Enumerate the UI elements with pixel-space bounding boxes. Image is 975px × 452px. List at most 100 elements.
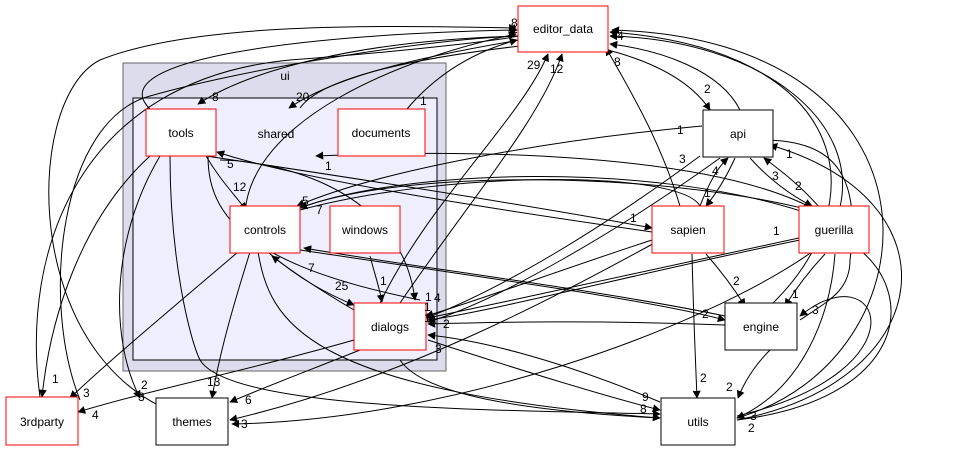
node-api-label: api [730,127,746,141]
node-guerilla[interactable]: guerilla [798,205,870,254]
node-documents-label: documents [352,126,411,140]
edge-utils-engine [736,296,872,417]
edge-guerilla-engine [784,253,826,307]
edge-label: 3 [138,390,145,404]
edge-guerilla-editor_data [609,32,843,208]
edge-controls-themes [209,251,251,399]
edge-label: 4 [92,408,99,422]
edge-label: 3 [679,152,686,166]
edge-controls-sapien [299,178,701,211]
edge-label: 8 [614,55,621,69]
node-editor_data[interactable]: editor_data [517,5,609,53]
edge-3rdparty-editor_data [35,35,519,398]
edge-labels: 8 1 4 29 12 8 2 20 1 8 1 5 12 1 4 3 1 1 … [52,16,819,435]
edge-sapien-editor_data [605,47,681,207]
edge-sapien-utils [691,253,701,399]
edge-api-controls [296,125,703,207]
node-guerilla-label: guerilla [815,223,854,237]
edge-label: 7 [316,203,323,217]
edge-label: 3 [772,169,779,183]
edge-dialogs-editor_data-2 [399,53,564,304]
edge-controls-editor_data [244,31,517,215]
edge-label: 3 [750,409,757,423]
edge-label: 1 [704,186,711,200]
edge-label: 7 [308,261,315,275]
edge-utils-dialogs [427,331,661,403]
edge-label: 1 [511,22,518,36]
node-editor_data-label: editor_data [533,22,593,36]
edge-guerilla-api [763,157,821,209]
edge-label: 1 [325,159,332,173]
edge-label: 25 [335,279,349,293]
edge-label: 1 [52,372,59,386]
edge-api-dialogs-2 [427,157,721,324]
edge-api-guerilla [749,157,813,207]
edge-label: 1 [425,290,432,304]
edge-sapien-api [699,157,729,207]
edge-dialogs-utils [427,339,661,413]
edge-controls-engine [299,249,726,323]
edge-label: 5 [302,194,309,208]
edge-controls-utils [257,251,661,422]
edge-label: 2 [443,317,450,331]
edge-label: 8 [511,16,518,30]
edge-tools-3rdparty [38,155,151,398]
edge-engine-controls [303,245,726,317]
node-dialogs[interactable]: dialogs [353,302,427,351]
edge-label: 2 [726,380,733,394]
node-3rdparty[interactable]: 3rdparty [5,396,79,446]
node-api[interactable]: api [702,109,774,158]
edge-tools-editor_data [141,26,518,110]
node-controls-label: controls [244,223,286,237]
edge-themes-editor_data [48,23,517,421]
edge-label: 3 [241,417,248,431]
edge-label: 2 [795,179,802,193]
edges [35,23,902,428]
cluster-shared-label: shared [258,127,295,141]
edge-api-sapien [705,157,736,207]
edge-dialogs-3rdparty [77,339,355,414]
node-windows[interactable]: windows [329,205,401,254]
edge-dialogs-editor_data [379,53,549,304]
edge-label: 4 [617,29,624,43]
node-sapien[interactable]: sapien [651,205,725,254]
edge-label: 2 [704,82,711,96]
edge-dialogs-themes [229,349,361,403]
edge-sapien-themes [229,239,661,423]
node-engine-label: engine [743,320,779,334]
edge-label: 1 [677,123,684,137]
node-themes[interactable]: themes [155,397,229,446]
edge-label: 9 [642,390,649,404]
edge-label: 8 [212,90,219,104]
node-controls[interactable]: controls [229,205,301,254]
cluster-ui-label: ui [280,69,289,83]
edge-controls-3rdparty [69,251,239,399]
edge-label: 29 [527,58,541,72]
edge-shared-dialogs [219,159,419,301]
edge-label: 4 [434,291,441,305]
edge-label: 1 [786,147,793,161]
edge-label: 5 [227,157,234,171]
edge-utils-guerilla [736,249,892,421]
edge-label: 3 [83,386,90,400]
edge-label: 1 [420,94,427,108]
node-themes-label: themes [172,415,211,429]
edge-engine-utils [736,349,771,399]
edge-label: 1 [773,224,780,238]
edge-label: 2 [733,274,740,288]
node-3rdparty-label: 3rdparty [20,415,64,429]
edge-label: 2 [141,378,148,392]
edge-tools-themes [119,155,161,399]
node-engine[interactable]: engine [724,302,798,351]
node-utils-label: utils [687,415,708,429]
edge-sapien-dialogs [425,239,653,318]
edge-label: 1 [630,211,637,225]
node-tools[interactable]: tools [145,108,217,157]
edge-utils-editor_data [611,26,884,419]
edge-sapien-engine [705,253,746,307]
edge-dialogs-controls [271,255,355,311]
edge-engine-editor_data [609,28,832,307]
node-documents[interactable]: documents [337,108,426,157]
node-utils[interactable]: utils [660,397,736,446]
edge-label: 1 [424,300,431,314]
